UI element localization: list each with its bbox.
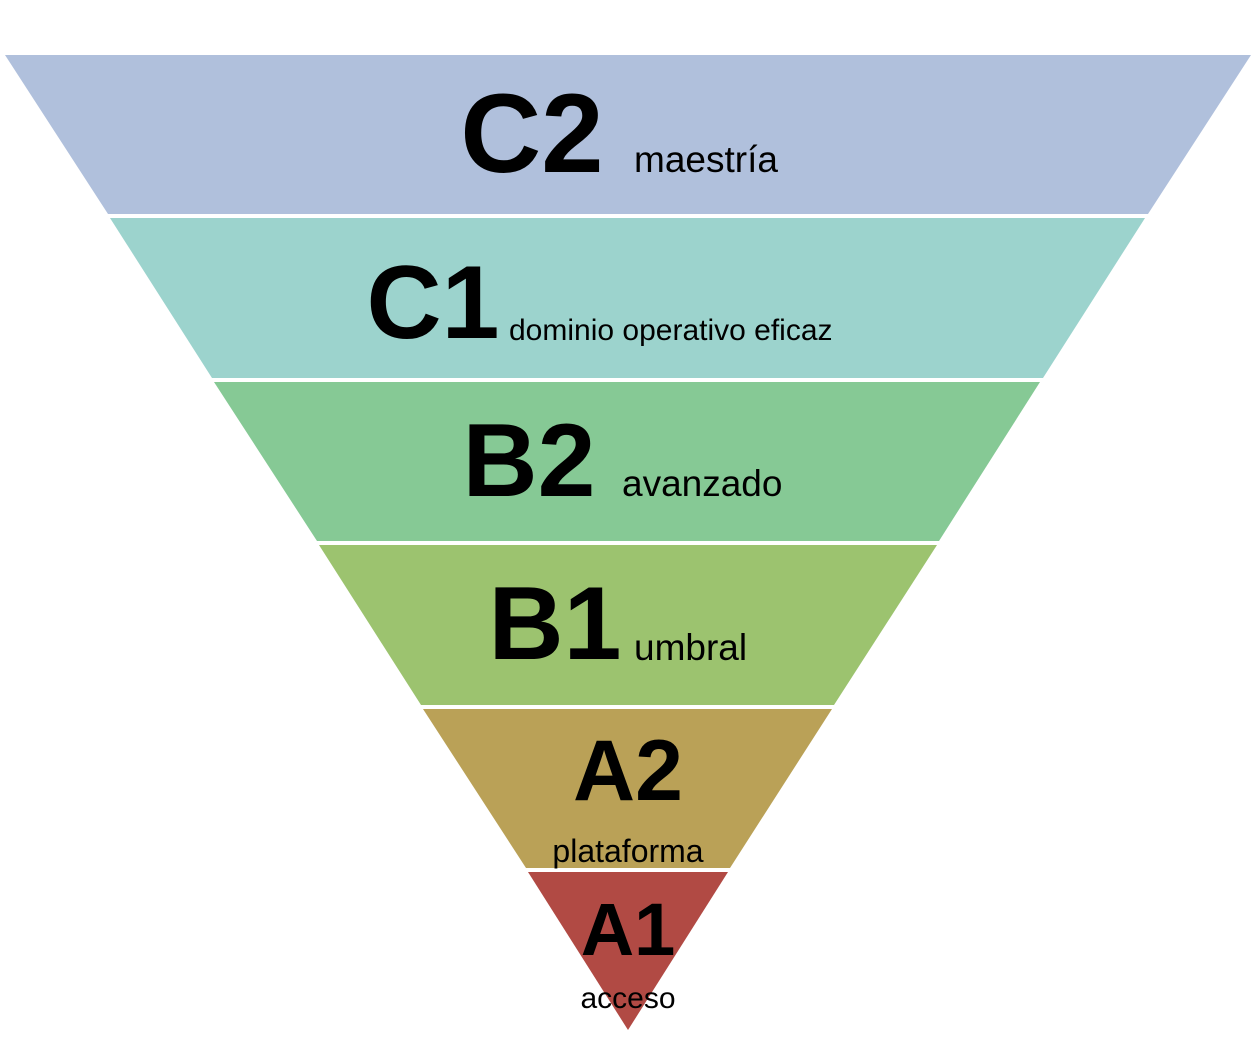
level-c2-code: C2 <box>460 71 603 196</box>
level-c1: C1 dominio operativo eficaz <box>110 218 1145 378</box>
level-c1-band <box>110 218 1145 378</box>
level-a1: A1 acceso <box>528 872 728 1030</box>
level-b1-band <box>319 545 937 705</box>
level-c2-band <box>5 55 1251 214</box>
level-c2: C2 maestría <box>5 55 1251 214</box>
level-c1-description: dominio operativo eficaz <box>509 314 833 347</box>
level-c2-description: maestría <box>634 139 778 180</box>
level-b1-code: B1 <box>489 566 622 682</box>
level-a2: A2 plataforma <box>423 709 832 869</box>
level-b2-code: B2 <box>463 403 596 519</box>
level-a2-description: plataforma <box>552 833 703 869</box>
level-b2-description: avanzado <box>622 463 782 504</box>
level-a2-band <box>423 709 832 868</box>
level-c1-code: C1 <box>367 245 500 361</box>
level-a1-code: A1 <box>581 888 676 971</box>
level-a2-code: A2 <box>573 723 683 819</box>
level-b1-description: umbral <box>634 627 747 668</box>
level-a1-description: acceso <box>580 982 675 1015</box>
level-b1: B1 umbral <box>319 545 937 705</box>
level-a1-band <box>528 872 728 1030</box>
level-b2: B2 avanzado <box>214 382 1040 541</box>
level-b2-band <box>214 382 1040 541</box>
